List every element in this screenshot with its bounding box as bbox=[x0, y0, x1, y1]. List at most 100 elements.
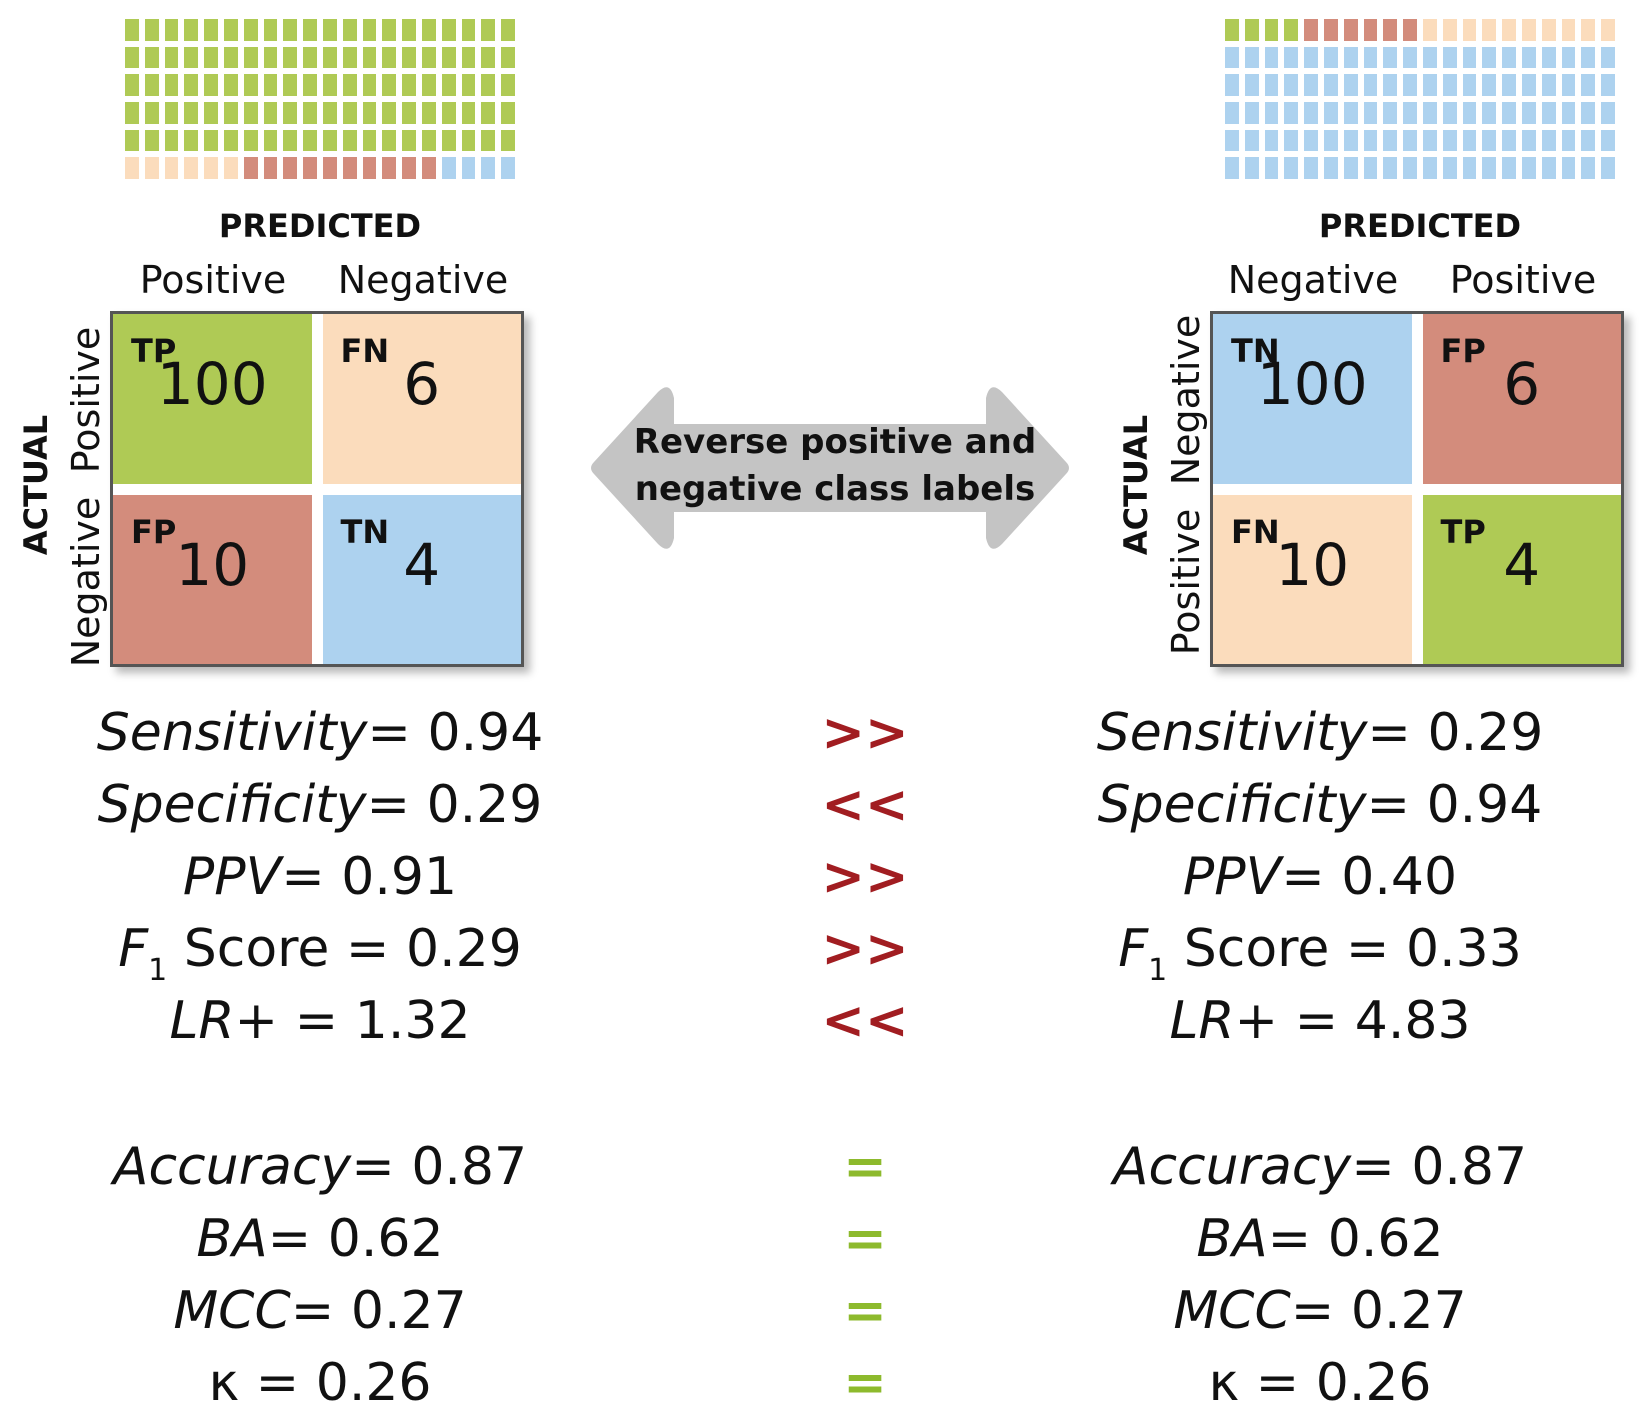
right-waffle-square-green bbox=[1244, 19, 1259, 41]
left-waffle-square-green bbox=[323, 129, 337, 152]
right-waffle-square-blue bbox=[1343, 46, 1358, 69]
right-waffle-square-blue bbox=[1462, 157, 1477, 179]
left-waffle-square-green bbox=[422, 19, 436, 41]
right-waffle-square-blue bbox=[1225, 74, 1239, 96]
right-waffle-square-peach bbox=[1442, 19, 1457, 41]
left-metric-accuracy: Accuracy= 0.87 bbox=[112, 1137, 528, 1197]
right-waffle-square-blue bbox=[1462, 101, 1477, 124]
right-confusion-panel: PREDICTED Negative Positive ACTUAL Negat… bbox=[1100, 0, 1624, 1426]
right-waffle-square-blue bbox=[1581, 101, 1596, 124]
left-waffle-square-green bbox=[303, 46, 317, 69]
left-waffle-square-peach bbox=[125, 157, 139, 179]
right-waffle-square-blue bbox=[1264, 101, 1279, 124]
right-waffle-square-blue bbox=[1561, 46, 1576, 69]
right-waffle-square-blue bbox=[1423, 46, 1437, 69]
right-waffle-square-blue bbox=[1502, 46, 1516, 69]
left-waffle-square-green bbox=[461, 101, 476, 124]
right-waffle-square-blue bbox=[1522, 74, 1536, 96]
left-waffle-square-peach bbox=[164, 157, 179, 179]
left-cell-tag: FP bbox=[131, 512, 177, 551]
right-waffle-square-blue bbox=[1561, 74, 1576, 96]
left-column-label-1: Negative bbox=[337, 258, 509, 302]
right-waffle-square-blue bbox=[1581, 157, 1596, 179]
left-cell-value: 6 bbox=[403, 350, 441, 418]
right-waffle-square-blue bbox=[1561, 129, 1576, 152]
left-row-label-0: Positive bbox=[64, 326, 108, 474]
right-waffle-square-green bbox=[1264, 19, 1279, 41]
right-cell-value: 6 bbox=[1503, 350, 1541, 418]
left-waffle-square-green bbox=[184, 19, 199, 41]
left-waffle-square-green bbox=[481, 101, 496, 124]
right-waffle-square-blue bbox=[1284, 46, 1299, 69]
left-cell-tag: TP bbox=[131, 332, 177, 370]
right-waffle-square-blue bbox=[1522, 157, 1536, 179]
left-waffle-square-green bbox=[501, 46, 515, 69]
left-waffle-square-green bbox=[224, 46, 238, 69]
right-waffle-square-blue bbox=[1304, 74, 1318, 96]
right-metric-sensitivity: Sensitivity= 0.29 bbox=[1096, 703, 1544, 763]
left-waffle-square-green bbox=[461, 74, 476, 96]
left-waffle-square-green bbox=[441, 74, 456, 96]
right-actual-title: ACTUAL bbox=[1117, 414, 1155, 556]
right-waffle-square-peach bbox=[1502, 19, 1516, 41]
right-waffle-square-blue bbox=[1541, 46, 1556, 69]
right-waffle-square-peach bbox=[1522, 19, 1536, 41]
right-waffle-square-blue bbox=[1383, 157, 1398, 179]
left-waffle-square-green bbox=[263, 74, 278, 96]
left-waffle-square-green bbox=[461, 19, 476, 41]
right-cell-value: 4 bbox=[1503, 530, 1541, 599]
right-metric-mcc: MCC= 0.27 bbox=[1173, 1281, 1467, 1341]
left-waffle-square-green bbox=[303, 74, 317, 96]
left-waffle-square-green bbox=[362, 129, 377, 152]
left-waffle-square-green bbox=[362, 19, 377, 41]
right-waffle-square-blue bbox=[1324, 129, 1338, 152]
right-cell-tag: TP bbox=[1440, 512, 1486, 551]
left-waffle-square-green bbox=[402, 129, 416, 152]
right-waffle-square-blue bbox=[1304, 101, 1318, 124]
right-waffle-square-blue bbox=[1343, 74, 1358, 96]
left-waffle-square-green bbox=[342, 101, 357, 124]
right-waffle-square-blue bbox=[1581, 46, 1596, 69]
left-waffle-square-green bbox=[362, 46, 377, 69]
right-waffle-square-blue bbox=[1522, 129, 1536, 152]
arrow-text-line-1: Reverse positive and bbox=[633, 422, 1037, 462]
left-waffle-square-red bbox=[362, 157, 377, 179]
right-waffle-square-blue bbox=[1462, 129, 1477, 152]
arrow-text-line-2: negative class labels bbox=[634, 469, 1036, 509]
left-waffle-square-green bbox=[323, 74, 337, 96]
right-waffle-square-blue bbox=[1363, 129, 1378, 152]
left-waffle-square-green bbox=[441, 129, 456, 152]
right-cell-0: TN 100 bbox=[1213, 314, 1412, 484]
left-metric-mcc: MCC= 0.27 bbox=[173, 1281, 467, 1341]
left-cell-tag: FN bbox=[340, 332, 390, 370]
right-waffle-square-blue bbox=[1225, 46, 1239, 69]
right-waffle-square-blue bbox=[1423, 74, 1437, 96]
left-waffle-square-green bbox=[204, 46, 218, 69]
double-arrow-shape bbox=[591, 387, 1069, 549]
right-waffle-square-blue bbox=[1442, 157, 1457, 179]
right-waffle-square-blue bbox=[1403, 74, 1417, 96]
left-waffle-square-green bbox=[125, 129, 139, 152]
left-waffle-square-green bbox=[224, 74, 238, 96]
left-waffle-square-green bbox=[441, 101, 456, 124]
left-waffle-square-red bbox=[422, 157, 436, 179]
left-waffle-square-green bbox=[303, 19, 317, 41]
right-waffle-square-blue bbox=[1601, 46, 1615, 69]
right-waffle-square-blue bbox=[1442, 46, 1457, 69]
left-waffle-square-green bbox=[481, 129, 496, 152]
right-metric-kappa: κ = 0.26 bbox=[1208, 1353, 1432, 1413]
right-waffle-square-blue bbox=[1601, 74, 1615, 96]
right-waffle-square-red bbox=[1343, 19, 1358, 41]
left-waffle-square-green bbox=[283, 46, 298, 69]
left-cell-3: TN 4 bbox=[322, 494, 521, 664]
right-metric-accuracy: Accuracy= 0.87 bbox=[1112, 1137, 1528, 1197]
left-waffle-square-peach bbox=[204, 157, 218, 179]
right-waffle-square-blue bbox=[1244, 74, 1259, 96]
right-column-label-1: Positive bbox=[1449, 258, 1597, 302]
left-waffle-square-green bbox=[481, 46, 496, 69]
right-waffle-square-blue bbox=[1244, 129, 1259, 152]
right-metric-ppv: PPV= 0.40 bbox=[1182, 847, 1458, 907]
right-waffle-square-blue bbox=[1601, 101, 1615, 124]
right-waffle-square-blue bbox=[1264, 129, 1279, 152]
right-waffle-square-blue bbox=[1363, 46, 1378, 69]
